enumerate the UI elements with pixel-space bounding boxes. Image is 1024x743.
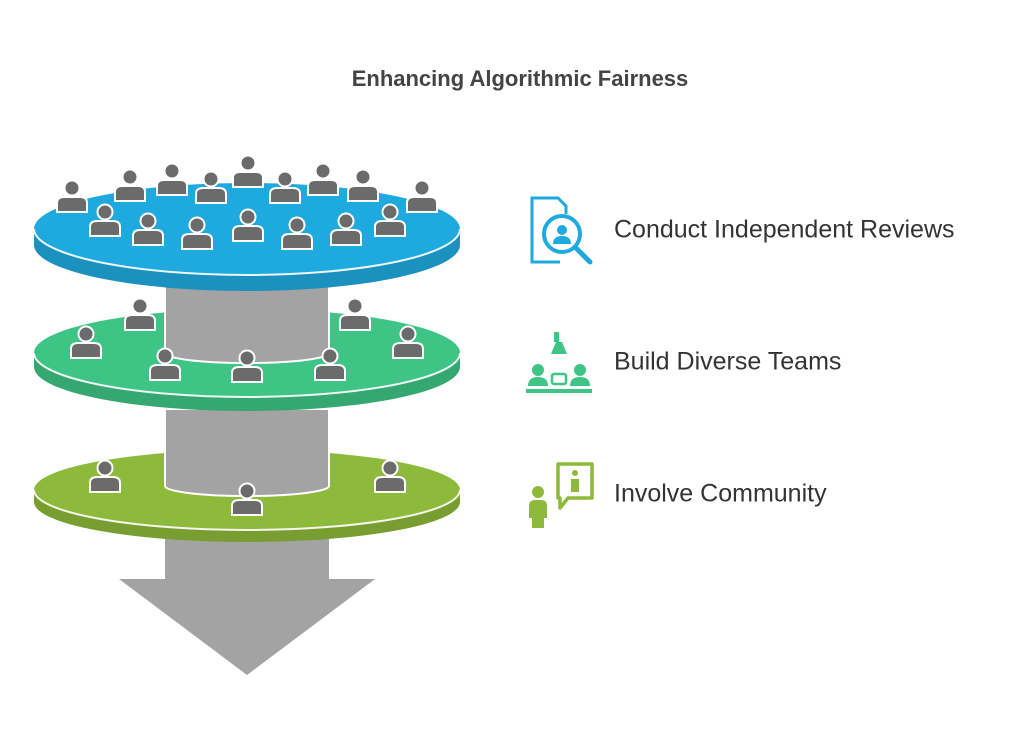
item-involve-community: Involve Community bbox=[524, 458, 1004, 530]
person-icon bbox=[56, 179, 88, 213]
person-icon bbox=[232, 154, 264, 188]
down-arrow bbox=[119, 520, 375, 675]
person-icon bbox=[406, 179, 438, 213]
person-icon bbox=[124, 297, 156, 331]
item-label: Involve Community bbox=[614, 479, 827, 508]
person-icon bbox=[307, 162, 339, 196]
item-diverse-teams: Build Diverse Teams bbox=[524, 326, 1004, 398]
person-icon bbox=[339, 297, 371, 331]
item-label: Conduct Independent Reviews bbox=[614, 215, 955, 244]
person-icon bbox=[195, 170, 227, 204]
magnifier-person-icon bbox=[530, 196, 593, 265]
shaft-segment bbox=[164, 410, 330, 497]
item-independent-reviews: Conduct Independent Reviews bbox=[524, 194, 1004, 266]
diagram-title: Enhancing Algorithmic Fairness bbox=[351, 66, 689, 91]
person-icon bbox=[156, 162, 188, 196]
person-icon bbox=[114, 168, 146, 202]
person-icon bbox=[347, 168, 379, 202]
item-label: Build Diverse Teams bbox=[614, 347, 842, 376]
diverse-team-icon bbox=[526, 332, 592, 393]
person-icon bbox=[269, 170, 301, 204]
community-info-icon bbox=[529, 462, 594, 528]
